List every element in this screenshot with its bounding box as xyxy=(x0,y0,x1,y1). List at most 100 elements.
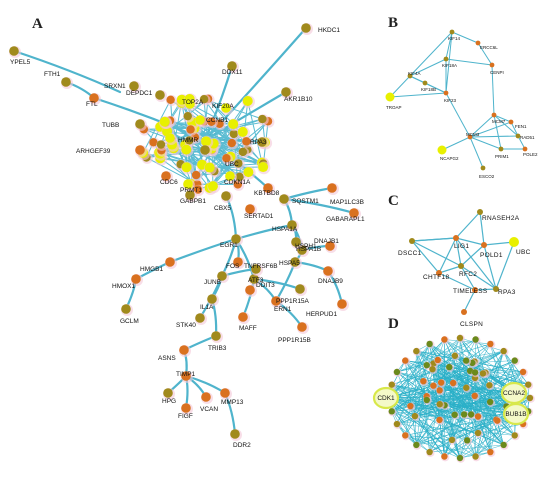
label-mcm7: MCM7 xyxy=(492,119,506,124)
node-hmmr xyxy=(165,133,175,143)
network-edge xyxy=(396,395,475,425)
label-ddx11: DDX11 xyxy=(222,69,243,76)
node-ppp1r15a xyxy=(295,284,305,294)
cluster-node xyxy=(228,119,239,130)
label-cdkn1a: CDKN1A xyxy=(224,179,251,186)
node-kif4a xyxy=(407,73,413,79)
node-ubc xyxy=(509,237,519,247)
hub-edge xyxy=(385,339,445,399)
network-edge xyxy=(416,395,475,446)
network-edge xyxy=(414,337,461,417)
node-ddx11 xyxy=(227,61,237,71)
network-edge xyxy=(411,237,457,242)
network-edge xyxy=(438,265,462,274)
cluster-node xyxy=(237,126,248,137)
hub-edge xyxy=(444,392,515,457)
network-node xyxy=(511,357,518,364)
network-node xyxy=(393,368,401,376)
label-timp1: TIMP1 xyxy=(176,371,196,378)
node-asns xyxy=(179,345,189,355)
label-tnfrsf6b: TNFRSF6B xyxy=(244,263,278,270)
network-edge xyxy=(474,288,497,291)
label-timeless: TIMELESS xyxy=(453,288,488,295)
node-arhgef39 xyxy=(135,145,145,155)
network-edge xyxy=(469,135,519,138)
network-edge xyxy=(455,211,481,239)
network-node xyxy=(472,453,479,460)
network-edge xyxy=(489,350,504,386)
network-edge xyxy=(438,237,457,274)
network-edge xyxy=(445,31,453,60)
node-ftl xyxy=(89,93,99,103)
hub-edge xyxy=(459,337,515,394)
network-edge xyxy=(411,240,462,267)
cluster-node xyxy=(201,136,212,147)
network-edge xyxy=(477,42,493,66)
label-il1a: IL1A xyxy=(200,304,214,311)
cluster-node xyxy=(183,111,192,121)
node-fth1 xyxy=(61,77,71,87)
node-rfc2 xyxy=(458,263,464,269)
label-kif23: KIF23 xyxy=(444,98,457,103)
node-top2a xyxy=(185,99,195,109)
network-node xyxy=(462,357,470,364)
label-depdc1: DEPDC1 xyxy=(126,90,153,97)
network-node xyxy=(448,436,456,444)
network-edge xyxy=(451,31,479,44)
label-atf3: ATF3 xyxy=(248,277,264,284)
cluster-node xyxy=(186,125,195,134)
node-gabpb1 xyxy=(185,190,195,200)
node-trib3 xyxy=(211,331,221,341)
label-trib3: TRIB3 xyxy=(208,345,227,352)
network-edge xyxy=(455,237,497,290)
label-dnajb1: DNAJB1 xyxy=(314,238,339,245)
network-node xyxy=(441,453,448,460)
network-node xyxy=(471,369,479,376)
hub-edge xyxy=(414,392,515,417)
network-node xyxy=(474,429,482,437)
node-clspn xyxy=(461,309,467,315)
network-node xyxy=(437,379,445,386)
network-edge xyxy=(469,136,502,150)
cluster-node xyxy=(242,96,253,107)
node-map1lc3b xyxy=(327,183,337,193)
label-srxn1: SRXN1 xyxy=(104,83,126,90)
node-kif23 xyxy=(443,90,449,96)
network-edge xyxy=(493,114,502,150)
network-node xyxy=(463,384,470,391)
network-node xyxy=(449,379,457,387)
label-prmt1: PRMT1 xyxy=(180,187,202,194)
node-depdc1 xyxy=(155,90,165,100)
network-edge xyxy=(385,397,476,457)
network-edge xyxy=(389,75,411,98)
node-prim1 xyxy=(498,146,504,152)
node-hspa5 xyxy=(290,257,300,267)
cluster-node xyxy=(199,94,209,104)
node-fen1 xyxy=(508,119,514,125)
label-arhgef39: ARHGEF39 xyxy=(76,148,111,155)
network-node xyxy=(519,368,527,376)
cluster-node xyxy=(159,116,170,127)
network-edge xyxy=(439,367,450,420)
label-dnajb9: DNAJB9 xyxy=(318,278,343,285)
label-sqstm1: SQSTM1 xyxy=(292,198,319,205)
label-hsph1: HSPH1 xyxy=(295,243,317,250)
label-ftl: FTL xyxy=(86,101,98,108)
node-il1a xyxy=(207,294,217,304)
network-node xyxy=(486,398,494,406)
network-node xyxy=(426,340,433,348)
node-mcm3 xyxy=(467,134,473,140)
label-top2a: TOP2A xyxy=(182,99,204,106)
node-maff xyxy=(238,312,248,322)
label-ubc: UBC xyxy=(516,249,531,256)
network-edge xyxy=(416,350,471,372)
network-node xyxy=(388,381,395,388)
cluster-node xyxy=(258,162,269,173)
label-mmp13: MMP13 xyxy=(221,399,244,406)
network-node xyxy=(494,417,501,424)
hub-label-cdk1: CDK1 xyxy=(377,395,395,402)
label-pold1: POLD1 xyxy=(480,252,503,259)
label-dscc1: DSCC1 xyxy=(398,250,422,257)
network-node xyxy=(430,382,437,389)
